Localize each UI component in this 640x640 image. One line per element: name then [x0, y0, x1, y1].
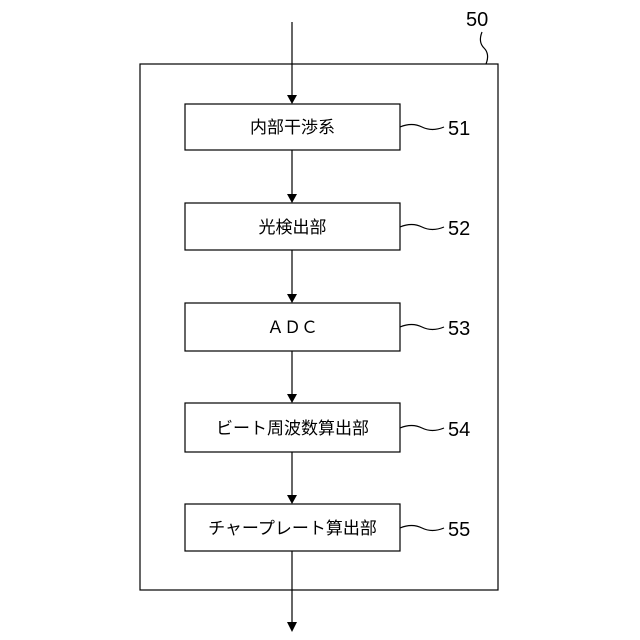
block-internal-interferometer-label: 内部干渉系	[250, 118, 335, 138]
ref-label-53: 53	[448, 318, 470, 340]
block-adc-label: ＡＤＣ	[267, 318, 318, 338]
container-ref-leader	[480, 32, 487, 64]
block-beat-frequency-calculator-label: ビート周波数算出部	[216, 419, 369, 439]
ref-label-52: 52	[448, 218, 470, 240]
block-photodetector-label: 光検出部	[259, 218, 327, 238]
container-ref-label: 50	[466, 9, 488, 31]
ref-label-55: 55	[448, 519, 470, 541]
ref-label-54: 54	[448, 419, 470, 441]
ref-label-51: 51	[448, 118, 470, 140]
output-arrowhead	[287, 622, 297, 632]
block-chirp-rate-calculator-label: チャープレート算出部	[208, 519, 377, 539]
